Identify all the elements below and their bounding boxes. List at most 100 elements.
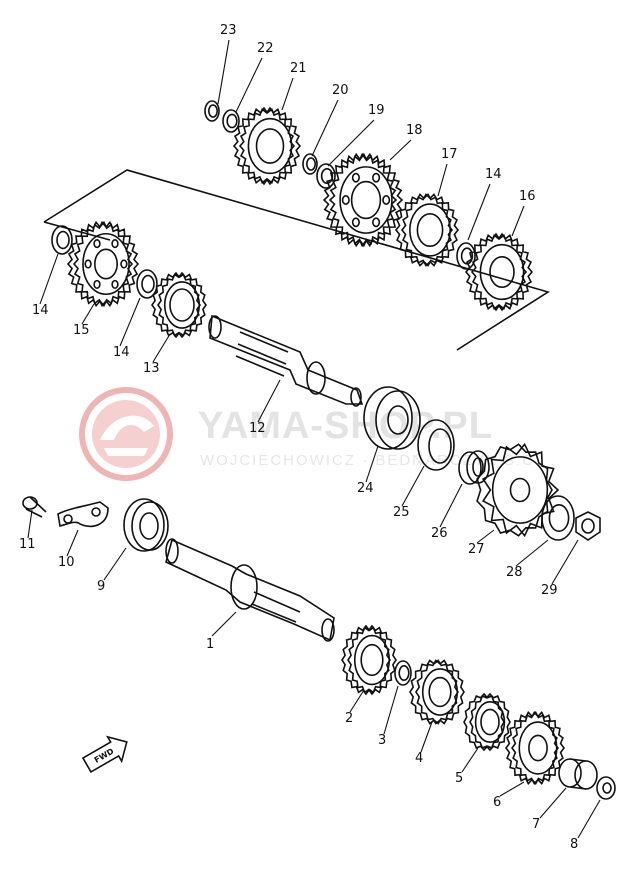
part-number-p9: 9: [97, 579, 105, 594]
leader-line-p4: [420, 721, 433, 753]
circlip-20: [302, 153, 318, 175]
part-number-p25: 25: [393, 505, 410, 520]
leader-line-p13: [152, 333, 171, 363]
part-number-p20: 20: [332, 83, 349, 98]
gear-13: [151, 271, 207, 339]
gear-15: [66, 220, 140, 308]
part-number-p24: 24: [357, 481, 374, 496]
group-outline: [43, 169, 550, 351]
lock-washer-28: [541, 495, 575, 541]
gear-17: [394, 193, 460, 267]
part-number-p27: 27: [468, 542, 485, 557]
gear-4: [409, 659, 465, 725]
fwd-label: FWD: [93, 746, 116, 764]
part-number-p23: 23: [220, 23, 237, 38]
part-number-p28: 28: [506, 565, 523, 580]
part-number-p18: 18: [406, 123, 423, 138]
part-number-p21: 21: [290, 61, 307, 76]
leader-line-p11: [27, 509, 33, 539]
part-number-p16: 16: [519, 189, 536, 204]
parts-layer: [51, 100, 575, 785]
part-number-p17: 17: [441, 147, 458, 162]
fwd-arrow: FWD: [81, 735, 128, 774]
nut: [575, 511, 601, 541]
gear-18: [322, 152, 404, 248]
leader-line-p10: [66, 529, 79, 557]
oil-seal: [417, 419, 455, 471]
part-number-p7: 7: [532, 817, 540, 832]
bearing-7: [558, 758, 598, 790]
part-number-p19: 19: [368, 103, 385, 118]
labels-layer: 1234567891011121314141415161718192021222…: [19, 23, 601, 852]
leader-line-p23: [217, 39, 230, 105]
leader-line-p16: [511, 205, 525, 237]
leader-line-p19: [327, 119, 375, 167]
washer-14a: [51, 225, 73, 255]
countershaft: [208, 314, 364, 407]
leader-line-p29: [551, 539, 579, 585]
sprocket-27: [476, 442, 560, 538]
leader-line-p1: [211, 611, 237, 637]
part-number-p10: 10: [58, 555, 75, 570]
leader-line-p22: [235, 57, 263, 113]
part-number-p5: 5: [455, 771, 463, 786]
leader-line-p20: [311, 99, 339, 157]
bracket-plate: [57, 501, 109, 528]
washer-22: [222, 109, 240, 133]
part-number-p2: 2: [345, 711, 353, 726]
leader-line-p5: [461, 747, 479, 773]
part-number-p15: 15: [73, 323, 90, 338]
bearing-9: [123, 498, 169, 552]
gear-5: [463, 692, 511, 752]
gear-6: [504, 711, 566, 785]
washer-19: [316, 163, 336, 189]
part-number-p6: 6: [493, 795, 501, 810]
group-outline-left: [43, 221, 111, 241]
gear-21: [232, 106, 302, 186]
leader-line-p14a: [467, 183, 491, 241]
watermark-subtitle: WOJCIECHOWICZ · BEDNARCZYK S.C.: [200, 452, 541, 469]
collar-26: [458, 450, 490, 485]
part-number-p8: 8: [570, 837, 578, 852]
part-number-p13: 13: [143, 361, 160, 376]
bolt: [22, 496, 47, 518]
gear-16: [464, 232, 534, 312]
leader-line-p18: [389, 139, 412, 161]
leader-line-p14c: [119, 297, 141, 347]
leader-line-p27: [476, 529, 495, 544]
leader-line-p28: [515, 539, 549, 567]
circlip-23: [204, 100, 220, 122]
leader-line-p9: [103, 547, 127, 581]
washer-14c: [456, 242, 476, 270]
main-axle: [165, 538, 335, 642]
leader-line-p8: [577, 799, 601, 839]
leader-line-p21: [281, 77, 294, 111]
part-number-p29: 29: [541, 583, 558, 598]
leader-line-p14b: [39, 253, 59, 305]
part-number-p14b: 14: [32, 303, 49, 318]
leader-line-p24: [365, 445, 379, 483]
part-number-p12: 12: [249, 421, 266, 436]
part-number-p11: 11: [19, 537, 36, 552]
leader-line-p26: [439, 483, 463, 528]
watermark: YAMA-SHOP.PL WOJCIECHOWICZ · BEDNARCZYK …: [79, 387, 541, 481]
part-number-p1: 1: [206, 637, 214, 652]
watermark-logo: [79, 387, 173, 481]
leader-line-p3: [383, 685, 399, 735]
part-number-p26: 26: [431, 526, 448, 541]
part-number-p22: 22: [257, 41, 274, 56]
collar-8: [596, 776, 616, 800]
leader-line-p6: [499, 781, 525, 797]
leader-line-p17: [437, 163, 448, 197]
part-number-p14a: 14: [485, 167, 502, 182]
gear-2: [341, 624, 397, 696]
washer-14b: [136, 269, 158, 299]
leader-line-p7: [539, 787, 567, 819]
watermark-title: YAMA-SHOP.PL: [198, 405, 493, 447]
bearing-24: [363, 386, 421, 450]
part-number-p14c: 14: [113, 345, 130, 360]
part-number-p3: 3: [378, 733, 386, 748]
circlip-3: [394, 660, 412, 686]
